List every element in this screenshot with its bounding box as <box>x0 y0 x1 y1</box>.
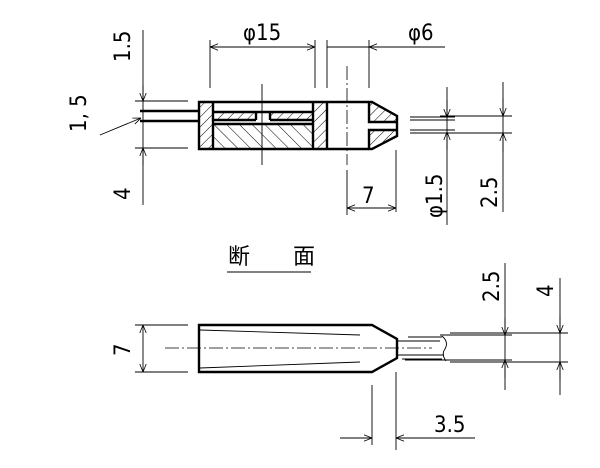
dim-2-5-right: 2.5 <box>478 177 503 208</box>
right-wall-hatch <box>313 103 327 148</box>
dim-4-left: 4 <box>111 187 136 200</box>
section-title: 断 面 <box>228 245 333 270</box>
dim-2-5: 2.5 <box>480 271 505 302</box>
dim-1-5-leader: 1, 5 <box>67 94 92 132</box>
upper-strip-hatch <box>213 112 256 120</box>
tip-hatch-bottom <box>369 130 396 148</box>
upper-strip-hatch-2 <box>270 112 313 120</box>
break-line <box>441 335 447 362</box>
lower-block-hatch <box>213 124 313 148</box>
section-view: 断 面 2.5 4 7 3.5 <box>111 245 568 450</box>
tip-hatch-top <box>369 103 396 122</box>
dim-4: 4 <box>534 284 559 297</box>
left-wall-hatch <box>199 103 213 148</box>
dim-7-left: 7 <box>111 343 136 356</box>
dim-3-5: 3.5 <box>434 413 465 438</box>
top-view: 1.5 1, 5 4 φ15 φ6 φ1.5 2.5 7 <box>67 21 512 225</box>
body-outline <box>197 100 399 151</box>
dim-phi1-5: φ1.5 <box>423 173 448 218</box>
section-body-outline <box>197 323 399 374</box>
dim-1-5-top: 1.5 <box>111 31 136 62</box>
dim-phi15: φ15 <box>243 21 281 46</box>
dim-phi6: φ6 <box>408 21 434 46</box>
dim-7-tip: 7 <box>362 184 375 209</box>
